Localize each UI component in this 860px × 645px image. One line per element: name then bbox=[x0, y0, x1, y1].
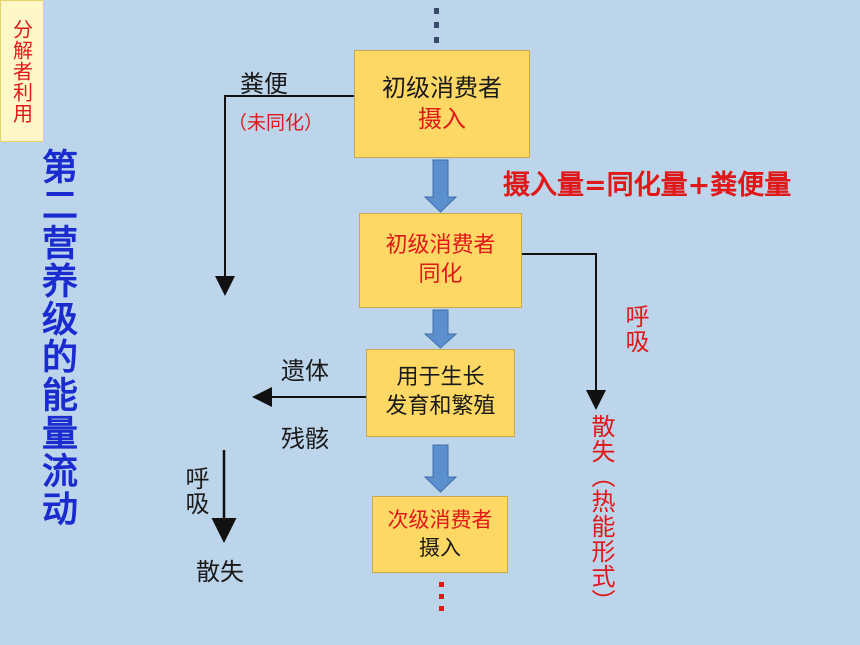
box-growth-reproduction: 用于生长 发育和繁殖 bbox=[366, 349, 515, 437]
box-growth-line2: 发育和繁殖 bbox=[385, 394, 496, 419]
decomposer-label: 分解者利用 bbox=[9, 18, 34, 124]
box-primary-intake-line1: 初级消费者 bbox=[382, 73, 502, 102]
feces-arrow bbox=[215, 95, 354, 296]
heat-loss-label: 散失（热能形式） bbox=[587, 414, 615, 614]
decomposer-box: 分解者利用 bbox=[0, 0, 44, 142]
feces-label: 粪便 bbox=[240, 70, 288, 98]
box-primary-intake: 初级消费者 摄入 bbox=[354, 50, 530, 158]
box-primary-assimilation-line1: 初级消费者 bbox=[385, 232, 496, 258]
box-primary-intake-line2: 摄入 bbox=[418, 105, 466, 133]
remains-label-1: 遗体 bbox=[281, 357, 329, 385]
top-ellipsis bbox=[434, 8, 439, 43]
flow-arrow-2 bbox=[423, 309, 458, 349]
box-growth-line1: 用于生长 bbox=[396, 365, 485, 391]
flow-arrow-3 bbox=[423, 444, 458, 493]
formula-text: 摄入量=同化量+粪便量 bbox=[503, 170, 792, 201]
box-secondary-line2: 摄入 bbox=[419, 535, 461, 560]
remains-label-2: 残骸 bbox=[281, 425, 329, 453]
respiration-right-label: 呼吸 bbox=[621, 304, 649, 354]
box-primary-assimilation-line2: 同化 bbox=[418, 261, 463, 287]
box-secondary-line1: 次级消费者 bbox=[387, 508, 493, 533]
box-primary-assimilation: 初级消费者 同化 bbox=[359, 213, 522, 308]
flow-arrow-1 bbox=[423, 159, 458, 213]
feces-note: （未同化） bbox=[228, 112, 324, 134]
bottom-ellipsis bbox=[439, 582, 444, 611]
respiration-left-label: 呼吸 bbox=[181, 466, 209, 516]
side-title: 第二营养级的能量流动 bbox=[36, 148, 77, 528]
respiration-right-arrow bbox=[522, 253, 606, 410]
loss-left-label: 散失 bbox=[196, 558, 244, 586]
box-secondary-intake: 次级消费者 摄入 bbox=[372, 496, 508, 573]
